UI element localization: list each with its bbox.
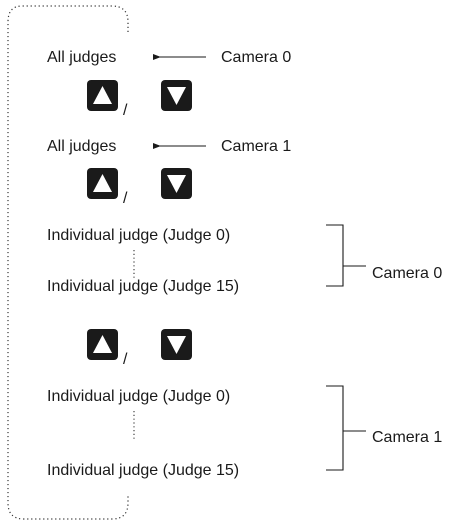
all-judges-label-camera-0: All judges [47,49,116,66]
bracket-camera-1 [326,385,344,471]
down-arrow-key-icon [161,329,192,360]
judge-15-label-camera-0: Individual judge (Judge 15) [47,278,239,295]
down-arrow-key-icon [161,80,192,111]
key-separator: / [123,102,128,119]
camera-1-label-top: Camera 1 [221,138,291,155]
up-arrow-key-icon [87,168,118,199]
all-judges-label-camera-1: All judges [47,138,116,155]
up-arrow-key-icon [87,329,118,360]
key-separator: / [123,351,128,368]
camera-0-label-top: Camera 0 [221,49,291,66]
judge-0-label-camera-1: Individual judge (Judge 0) [47,388,230,405]
bracket-camera-0 [326,224,344,287]
key-separator: / [123,190,128,207]
judge-15-label-camera-1: Individual judge (Judge 15) [47,462,239,479]
camera-1-label-group: Camera 1 [372,429,442,446]
down-arrow-key-icon [161,168,192,199]
judge-0-label-camera-0: Individual judge (Judge 0) [47,227,230,244]
up-arrow-key-icon [87,80,118,111]
camera-0-label-group: Camera 0 [372,265,442,282]
